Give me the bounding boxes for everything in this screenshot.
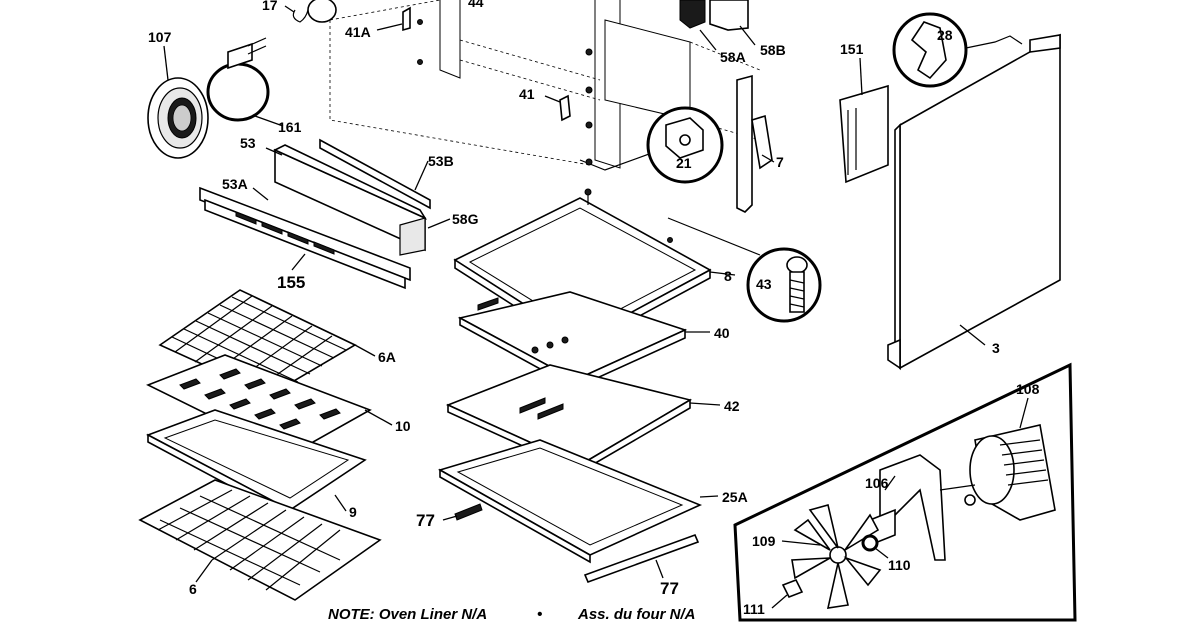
nut-110-part	[861, 534, 879, 552]
callout-111: 111	[743, 601, 765, 617]
callout-labels: 17 44 107 41A 58A 58B 151 28 161 41 53 5…	[148, 0, 1040, 617]
clip-41a-part	[402, 6, 411, 32]
callout-6a: 6A	[378, 349, 396, 365]
callout-77-left: 77	[416, 511, 435, 530]
callout-58b: 58B	[760, 42, 786, 58]
callout-155: 155	[277, 273, 305, 292]
callout-7: 7	[776, 154, 784, 170]
rail-77-part	[454, 503, 700, 584]
motor-108-part	[964, 424, 1056, 521]
callout-21: 21	[676, 155, 692, 171]
fan-cover-107-part	[147, 77, 209, 159]
vent-assembly-53-part	[273, 138, 431, 256]
callout-151: 151	[840, 41, 864, 57]
callout-9: 9	[349, 504, 357, 520]
fan-motor-kit-box	[733, 362, 1077, 622]
callout-58g: 58G	[452, 211, 479, 227]
bracket-58-part	[679, 0, 749, 31]
callout-161: 161	[278, 119, 302, 135]
inset-28	[892, 12, 1023, 88]
frame-25a-part	[437, 439, 703, 564]
callout-53: 53	[240, 135, 256, 151]
callout-43: 43	[756, 276, 772, 292]
callout-8: 8	[724, 268, 732, 284]
callout-42: 42	[724, 398, 740, 414]
oven-rack-6-part	[138, 479, 382, 601]
note-ass-du-four: Ass. du four N/A	[578, 606, 696, 623]
callout-40: 40	[714, 325, 730, 341]
element-161-part	[206, 37, 270, 122]
hinge-7-part	[736, 74, 773, 213]
note-oven-liner: NOTE: Oven Liner N/A	[328, 606, 488, 623]
callout-58a: 58A	[720, 49, 746, 65]
callout-77-right: 77	[660, 579, 679, 598]
callout-110: 110	[888, 557, 911, 573]
callout-28: 28	[937, 27, 953, 43]
light-socket-part	[292, 0, 337, 23]
callout-106: 106	[865, 475, 889, 491]
side-panel-3-part	[887, 33, 1061, 371]
callout-41: 41	[519, 86, 535, 102]
nut-111-part	[781, 578, 804, 599]
vent-53a-part	[199, 186, 411, 290]
inset-43	[667, 217, 822, 323]
callout-17: 17	[262, 0, 278, 13]
bracket-106-part	[869, 454, 976, 561]
callout-10: 10	[395, 418, 411, 434]
callout-53b: 53B	[428, 153, 454, 169]
broil-pan-insert-10-part	[146, 354, 372, 456]
inset-21	[646, 106, 724, 184]
note-separator: •	[537, 606, 543, 623]
callout-6: 6	[189, 581, 197, 597]
callout-3: 3	[992, 340, 1000, 356]
oven-body-outline	[329, 0, 761, 171]
callout-44: 44	[468, 0, 484, 10]
callout-109: 109	[752, 533, 776, 549]
leader-lines	[163, 5, 1029, 609]
callout-107: 107	[148, 29, 172, 45]
fan-blade-109-part	[791, 504, 882, 609]
bracket-151-part	[839, 84, 889, 184]
callout-108: 108	[1016, 381, 1040, 397]
callout-25a: 25A	[722, 489, 748, 505]
callout-41a: 41A	[345, 24, 371, 40]
callout-53a: 53A	[222, 176, 248, 192]
clip-41-part	[559, 94, 571, 122]
